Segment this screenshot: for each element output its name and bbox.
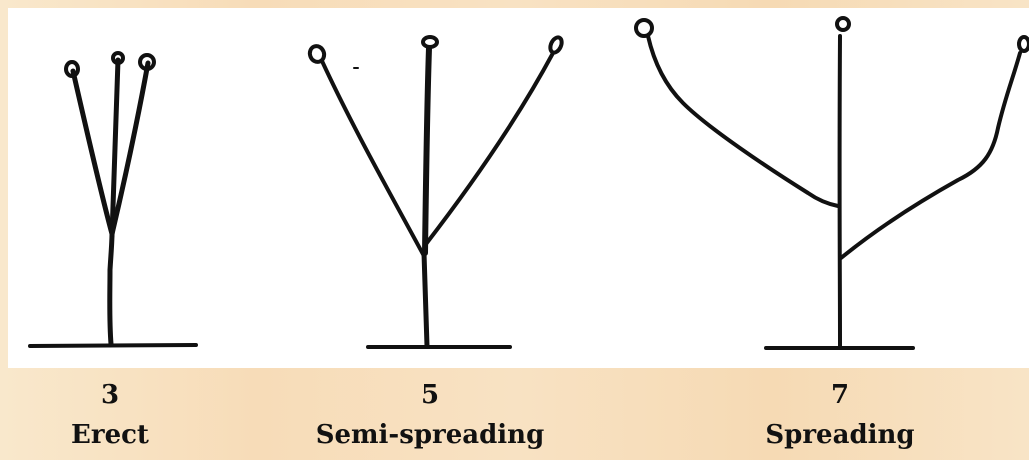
flower-bud [835, 16, 851, 32]
habit-label: Erect [71, 420, 149, 450]
caption-erect: 3 Erect [20, 375, 200, 455]
branch [422, 45, 432, 256]
habit-label: Semi-spreading [315, 420, 545, 450]
semi-spreading-plant-drawing [307, 35, 564, 349]
branch [646, 34, 840, 208]
score-label: 7 [830, 380, 850, 410]
score-label: 5 [420, 380, 440, 410]
caption-semi-spreading: 5 Semi-spreading [280, 375, 580, 455]
branch [70, 68, 115, 237]
branch [424, 51, 555, 246]
score-label: 3 [100, 380, 120, 410]
flower-bud [64, 60, 80, 78]
stem [421, 250, 430, 349]
flower-bud [548, 35, 564, 55]
branch [109, 57, 121, 239]
flower-bud [634, 18, 654, 38]
branch [320, 59, 426, 258]
caption-spreading: 7 Spreading [690, 375, 990, 455]
flower-bud [421, 35, 439, 49]
habit-label: Spreading [765, 420, 915, 450]
spreading-plant-drawing [634, 16, 1029, 350]
illustration-panel [8, 8, 1029, 368]
flower-bud [1017, 35, 1029, 53]
stem [107, 230, 115, 347]
plant-habit-drawings [28, 16, 1029, 350]
flower-bud [307, 44, 327, 64]
branch [109, 60, 151, 237]
branch [839, 51, 1022, 260]
flower-bud [138, 53, 156, 71]
erect-plant-drawing [28, 51, 198, 348]
flower-bud [111, 51, 125, 65]
